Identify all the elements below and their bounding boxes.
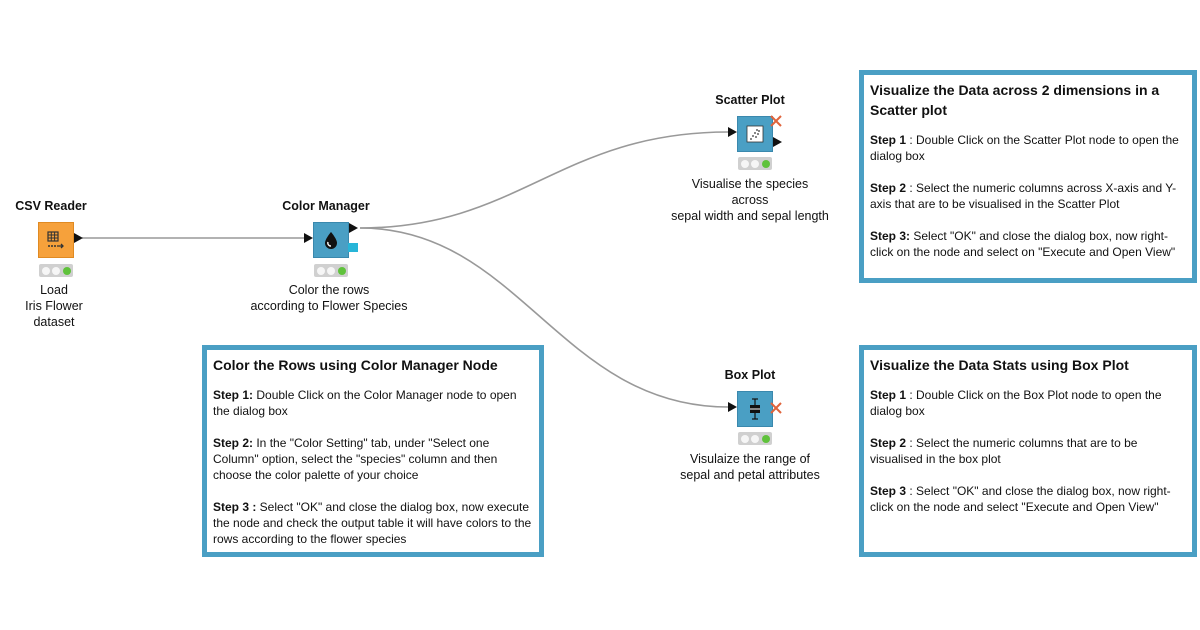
- annotation-step: Step 1: Double Click on the Color Manage…: [213, 388, 517, 418]
- node-status-traffic-light: [738, 157, 772, 170]
- scatter-plot-node-icon[interactable]: [737, 116, 773, 152]
- annotation-step: Step 2 : Select the numeric columns that…: [870, 436, 1138, 466]
- node-status-traffic-light: [738, 432, 772, 445]
- output-port-icon[interactable]: [74, 233, 84, 243]
- warning-cross-icon: [770, 402, 782, 414]
- node-title-box-plot: Box Plot: [724, 368, 776, 382]
- node-label-color-manager: Color the rows according to Flower Speci…: [250, 283, 408, 313]
- input-port-icon[interactable]: [304, 233, 314, 243]
- annotation-step: Step 2 : Select the numeric columns acro…: [870, 181, 1177, 211]
- csv-reader-node-icon[interactable]: [38, 222, 74, 258]
- color-manager-node-icon[interactable]: [313, 222, 349, 258]
- output-port-icon[interactable]: [349, 223, 359, 233]
- annotation-title: Color the Rows using Color Manager Node: [213, 357, 498, 373]
- connection-color-manager-to-box-plot[interactable]: [359, 227, 729, 408]
- annotation-box-plot[interactable]: Visualize the Data Stats using Box Plot …: [859, 345, 1197, 557]
- node-label-box-plot: Visulaize the range of sepal and petal a…: [680, 452, 820, 482]
- annotation-color-rows[interactable]: Color the Rows using Color Manager Node …: [202, 345, 544, 557]
- box-plot-icon: [750, 398, 760, 420]
- connection-color-manager-to-scatter-plot[interactable]: [359, 131, 729, 229]
- table-read-icon: [47, 231, 64, 249]
- warning-cross-icon: [770, 115, 782, 127]
- box-plot-node-icon[interactable]: [737, 391, 773, 427]
- node-title-color-manager: Color Manager: [282, 199, 370, 213]
- node-title-scatter-plot: Scatter Plot: [715, 93, 785, 107]
- annotation-step: Step 1 : Double Click on the Box Plot no…: [870, 388, 1162, 418]
- node-status-traffic-light: [314, 264, 348, 277]
- node-label-csv-reader: Load Iris Flower dataset: [25, 283, 83, 329]
- input-port-icon[interactable]: [728, 127, 738, 137]
- node-status-traffic-light: [39, 264, 73, 277]
- annotation-title: Visualize the Data Stats using Box Plot: [870, 357, 1129, 373]
- ink-drop-icon: [325, 232, 337, 249]
- annotation-step: Step 2: In the "Color Setting" tab, unde…: [213, 436, 498, 482]
- color-model-port-icon[interactable]: [348, 243, 358, 252]
- node-title-csv-reader: CSV Reader: [15, 199, 87, 213]
- annotation-step: Step 3 : Select "OK" and close the dialo…: [870, 484, 1171, 514]
- annotation-scatter-plot[interactable]: Visualize the Data across 2 dimensions i…: [859, 70, 1197, 283]
- input-port-icon[interactable]: [728, 402, 738, 412]
- annotation-title: Visualize the Data across 2 dimensions i…: [870, 82, 1160, 118]
- annotation-step: Step 3 : Select "OK" and close the dialo…: [213, 500, 532, 546]
- annotation-step: Step 1 : Double Click on the Scatter Plo…: [870, 133, 1179, 163]
- annotation-step: Step 3: Select "OK" and close the dialog…: [870, 229, 1176, 259]
- node-label-scatter-plot: Visualise the species across sepal width…: [671, 177, 829, 223]
- output-port-icon[interactable]: [773, 137, 783, 147]
- scatter-chart-icon: [746, 125, 764, 143]
